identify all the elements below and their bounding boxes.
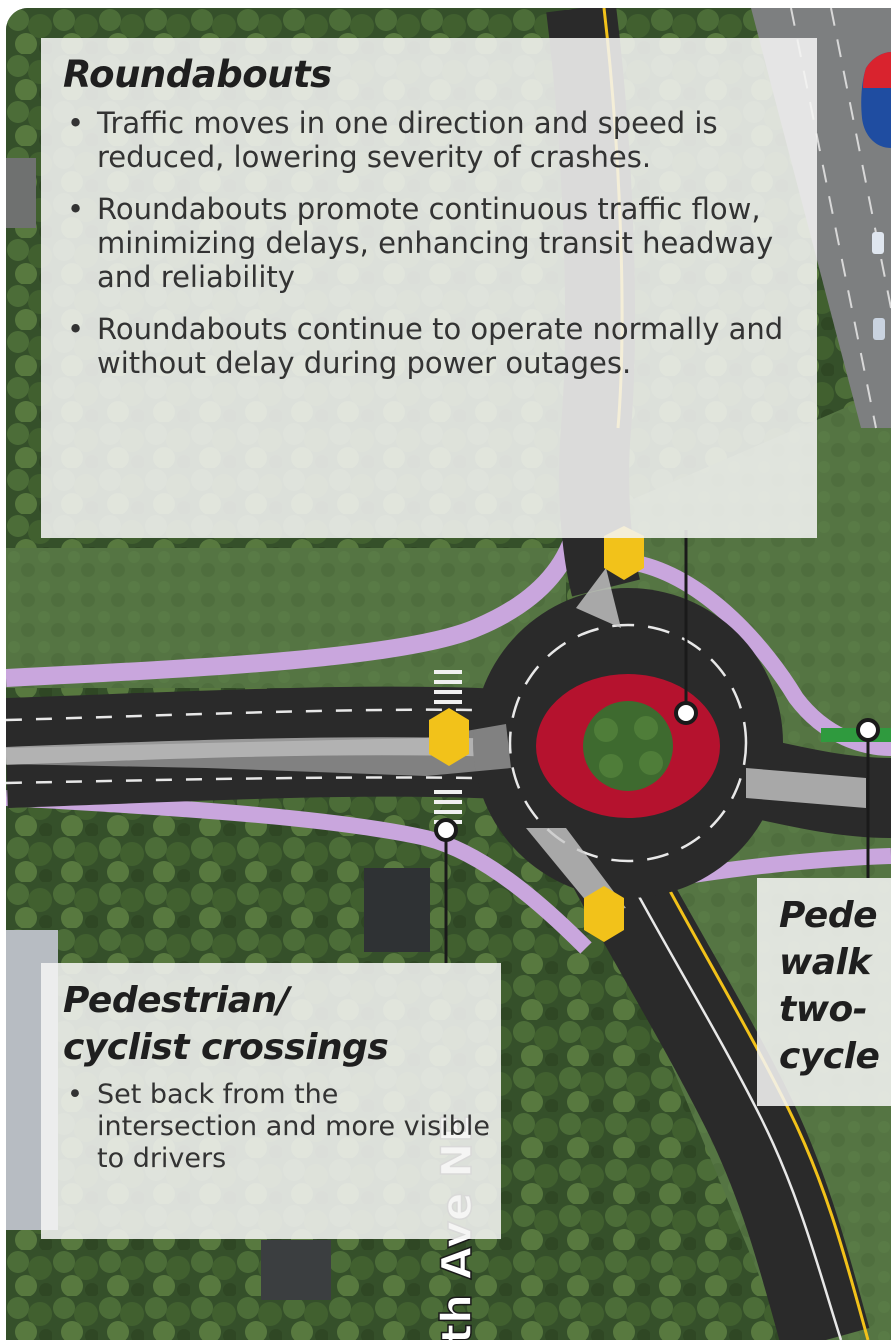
roundabouts-callout: Roundabouts Traffic moves in one directi… bbox=[41, 38, 817, 538]
roundabouts-bullet: Roundabouts continue to operate normally… bbox=[67, 312, 797, 380]
walkways-title-line: two- bbox=[779, 989, 868, 1030]
pedestrian-crossing-marker-icon bbox=[429, 708, 469, 766]
shared-use-path bbox=[634, 555, 891, 756]
tree bbox=[599, 754, 623, 778]
house bbox=[261, 1240, 331, 1300]
roundabouts-bullet: Roundabouts promote continuous traffic f… bbox=[67, 192, 797, 294]
roundabout-lane-line bbox=[508, 623, 748, 863]
splitter-island bbox=[576, 568, 621, 628]
crossings-callout: Pedestrian/ cyclist crossings Set back f… bbox=[41, 963, 501, 1239]
roundabouts-title: Roundabouts bbox=[63, 53, 332, 96]
shared-use-path bbox=[6, 790, 592, 954]
walkways-title-line: cycle bbox=[779, 1036, 880, 1077]
roundabouts-bullets: Traffic moves in one direction and speed… bbox=[63, 106, 797, 380]
splitter-island bbox=[6, 724, 511, 776]
crossings-title-line: Pedestrian/ bbox=[63, 980, 290, 1021]
callout-dot-icon bbox=[856, 718, 880, 742]
central-island-trees bbox=[583, 701, 673, 791]
road-west-lane-line bbox=[6, 776, 477, 785]
crossings-title: Pedestrian/ cyclist crossings bbox=[63, 977, 491, 1071]
tree bbox=[594, 718, 618, 742]
pedestrian-crossing-marker-icon bbox=[584, 886, 624, 942]
bike-lane bbox=[821, 728, 891, 742]
map-frame: th Ave NE Roundabouts Traffic moves in o… bbox=[6, 8, 891, 1340]
house bbox=[6, 158, 36, 228]
walkways-callout: Pede walk two- cycle bbox=[757, 878, 891, 1106]
walkways-title: Pede walk two- cycle bbox=[779, 892, 891, 1080]
crossings-bullets: Set back from the intersection and more … bbox=[63, 1079, 491, 1175]
callout-dot-icon bbox=[434, 818, 458, 842]
crossings-title-line: cyclist crossings bbox=[63, 1027, 389, 1068]
tree bbox=[639, 751, 663, 775]
vehicle bbox=[872, 232, 884, 254]
shared-use-path bbox=[6, 525, 585, 687]
interstate-shield-icon bbox=[861, 52, 891, 148]
walkways-title-line: Pede bbox=[779, 895, 878, 936]
walkways-title-line: walk bbox=[779, 942, 871, 983]
pedestrian-crossing-marker-icon bbox=[604, 526, 644, 580]
road-west-lane-line bbox=[6, 708, 477, 722]
vehicle bbox=[873, 318, 885, 340]
crossings-bullet: Set back from the intersection and more … bbox=[67, 1079, 491, 1175]
roundabouts-bullet: Traffic moves in one direction and speed… bbox=[67, 106, 797, 174]
splitter-island bbox=[746, 768, 866, 808]
callout-dot-icon bbox=[674, 701, 698, 725]
tree bbox=[634, 716, 658, 740]
house bbox=[364, 868, 430, 952]
